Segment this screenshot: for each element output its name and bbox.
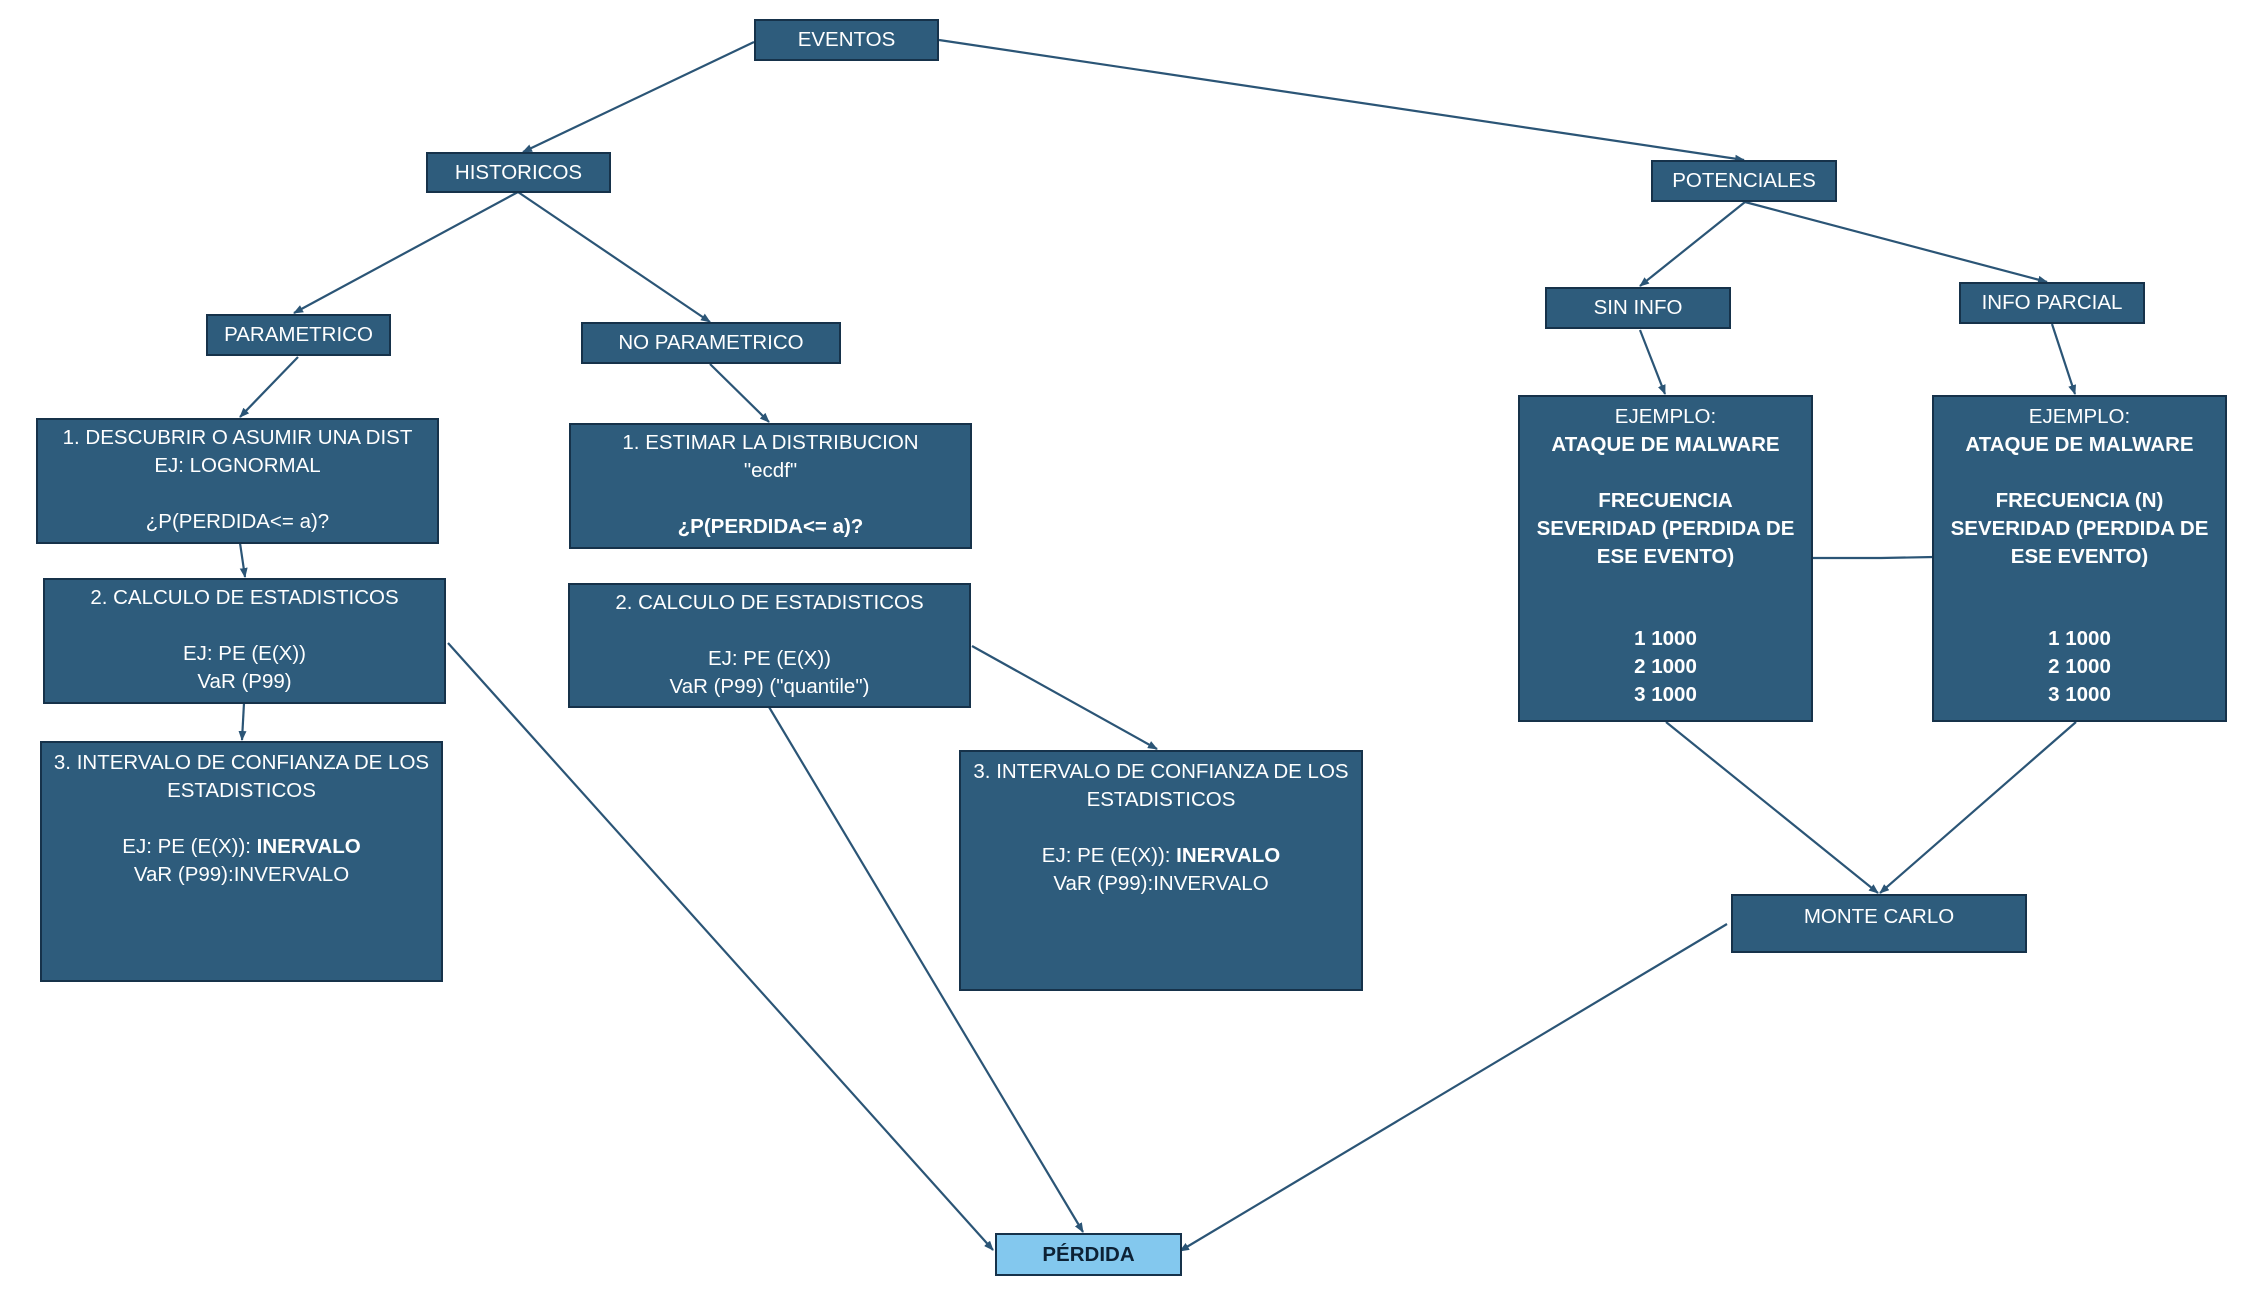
noparam-step3-line-4-bold: INERVALO: [1176, 844, 1281, 867]
param-step3-line-4-text: EJ: PE (E(X)):: [122, 835, 257, 858]
param-step1-line-1: 1. DESCUBRIR O ASUMIR UNA DIST: [62, 426, 413, 449]
param-step3-line-4: EJ: PE (E(X)): INERVALO: [122, 833, 360, 861]
arrow-noparam-step2-step3: [971, 645, 1158, 750]
arrow-eventos-historicos: [522, 41, 755, 153]
node-no-parametrico: NO PARAMETRICO: [581, 322, 841, 364]
info-parcial-example-line-4: FRECUENCIA (N): [1995, 489, 2164, 512]
connector-examples: [1812, 555, 1935, 560]
node-eventos-label: EVENTOS: [797, 28, 896, 51]
node-eventos: EVENTOS: [754, 19, 939, 61]
node-info-parcial-example: EJEMPLO: ATAQUE DE MALWARE FRECUENCIA (N…: [1932, 395, 2227, 722]
arrow-param-step1-step2: [238, 542, 248, 578]
sin-info-example-line-4: FRECUENCIA: [1598, 489, 1733, 512]
arrow-param-step2-step3: [238, 702, 247, 741]
info-parcial-example-line-6: ESE EVENTO): [2010, 545, 2149, 568]
arrow-potenciales-info-parcial: [1744, 200, 2048, 284]
node-parametrico-label: PARAMETRICO: [224, 323, 373, 346]
arrow-info-parcial-example: [2050, 323, 2077, 395]
arrow-monte-carlo-perdida: [1179, 923, 1728, 1252]
arrow-noparam-step1: [709, 363, 770, 423]
node-perdida: PÉRDIDA: [995, 1233, 1182, 1276]
param-step3-line-5: VaR (P99):INVERVALO: [133, 863, 350, 886]
arrow-potenciales-sin-info: [1639, 201, 1746, 287]
info-parcial-example-row-3: 3 1000: [2048, 683, 2111, 706]
info-parcial-example-line-2: ATAQUE DE MALWARE: [1965, 433, 2194, 456]
node-sin-info-label: SIN INFO: [1593, 296, 1683, 319]
noparam-step1-line-2: "ecdf": [743, 459, 798, 482]
param-step2-line-3: EJ: PE (E(X)): [182, 642, 306, 665]
node-noparam-step2: 2. CALCULO DE ESTADISTICOS EJ: PE (E(X))…: [568, 583, 971, 708]
info-parcial-example-line-1: EJEMPLO:: [2028, 405, 2131, 428]
param-step2-line-4: VaR (P99): [197, 670, 292, 693]
param-step3-line-2: ESTADISTICOS: [167, 779, 316, 802]
arrow-historicos-parametrico: [293, 191, 519, 314]
arrow-sin-info-example: [1638, 329, 1667, 395]
noparam-step3-line-4: EJ: PE (E(X)): INERVALO: [1042, 842, 1280, 870]
arrow-sin-info-example-monte-carlo: [1665, 721, 1879, 894]
node-sin-info: SIN INFO: [1545, 287, 1731, 329]
info-parcial-example-row-2: 2 1000: [2048, 655, 2111, 678]
noparam-step3-line-2: ESTADISTICOS: [1086, 788, 1236, 811]
sin-info-example-row-1: 1 1000: [1634, 627, 1697, 650]
info-parcial-example-line-5: SEVERIDAD (PERDIDA DE: [1950, 517, 2209, 540]
noparam-step2-line-1: 2. CALCULO DE ESTADISTICOS: [615, 591, 924, 614]
sin-info-example-line-5: SEVERIDAD (PERDIDA DE: [1536, 517, 1795, 540]
node-monte-carlo: MONTE CARLO: [1731, 894, 2027, 953]
node-historicos: HISTORICOS: [426, 152, 611, 193]
sin-info-example-row-2: 2 1000: [1634, 655, 1697, 678]
node-info-parcial-label: INFO PARCIAL: [1981, 291, 2123, 314]
node-info-parcial: INFO PARCIAL: [1959, 282, 2145, 324]
node-param-step1: 1. DESCUBRIR O ASUMIR UNA DIST EJ: LOGNO…: [36, 418, 439, 544]
node-potenciales-label: POTENCIALES: [1672, 169, 1816, 192]
node-param-step2: 2. CALCULO DE ESTADISTICOS EJ: PE (E(X))…: [43, 578, 446, 704]
arrow-noparam-step2-perdida: [768, 706, 1084, 1233]
noparam-step3-line-4-text: EJ: PE (E(X)):: [1041, 844, 1177, 867]
node-parametrico: PARAMETRICO: [206, 314, 391, 356]
sin-info-example-line-6: ESE EVENTO): [1596, 545, 1735, 568]
arrow-param-step2-perdida: [447, 642, 994, 1251]
arrow-info-parcial-example-monte-carlo: [1879, 721, 2077, 894]
param-step2-line-1: 2. CALCULO DE ESTADISTICOS: [90, 586, 399, 609]
noparam-step1-line-1: 1. ESTIMAR LA DISTRIBUCION: [622, 431, 919, 454]
node-potenciales: POTENCIALES: [1651, 160, 1837, 202]
noparam-step3-line-1: 3. INTERVALO DE CONFIANZA DE LOS: [973, 760, 1349, 783]
param-step1-line-4: ¿P(PERDIDA<= a)?: [145, 510, 330, 533]
node-monte-carlo-label: MONTE CARLO: [1803, 905, 1955, 928]
param-step1-line-2: EJ: LOGNORMAL: [154, 454, 321, 477]
info-parcial-example-row-1: 1 1000: [2048, 627, 2111, 650]
node-noparam-step3: 3. INTERVALO DE CONFIANZA DE LOS ESTADIS…: [959, 750, 1363, 991]
node-historicos-label: HISTORICOS: [454, 160, 583, 184]
sin-info-example-line-1: EJEMPLO:: [1614, 405, 1717, 428]
node-perdida-label: PÉRDIDA: [1042, 1242, 1135, 1266]
noparam-step2-line-3: EJ: PE (E(X)): [707, 647, 831, 670]
arrow-parametrico-step1: [239, 356, 299, 418]
noparam-step3-line-5: VaR (P99):INVERVALO: [1053, 872, 1269, 895]
noparam-step1-line-4: ¿P(PERDIDA<= a)?: [677, 515, 864, 538]
node-sin-info-example: EJEMPLO: ATAQUE DE MALWARE FRECUENCIA SE…: [1518, 395, 1813, 722]
sin-info-example-line-2: ATAQUE DE MALWARE: [1551, 433, 1780, 456]
param-step3-line-4-bold: INERVALO: [256, 835, 361, 858]
sin-info-example-row-3: 3 1000: [1634, 683, 1697, 706]
node-noparam-step1: 1. ESTIMAR LA DISTRIBUCION "ecdf" ¿P(PER…: [569, 423, 972, 549]
noparam-step2-line-4: VaR (P99) ("quantile"): [669, 675, 870, 698]
arrow-historicos-no-parametrico: [517, 191, 711, 323]
param-step3-line-1: 3. INTERVALO DE CONFIANZA DE LOS: [53, 751, 430, 774]
arrow-eventos-potenciales: [938, 38, 1745, 163]
node-param-step3: 3. INTERVALO DE CONFIANZA DE LOS ESTADIS…: [40, 741, 443, 982]
node-no-parametrico-label: NO PARAMETRICO: [618, 331, 804, 354]
